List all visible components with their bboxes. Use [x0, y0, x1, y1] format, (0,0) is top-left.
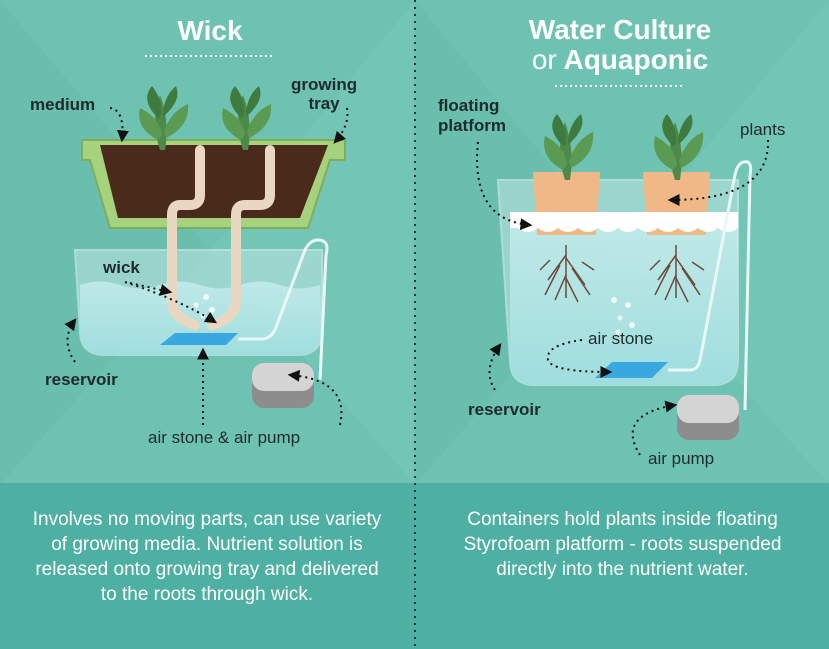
arrow-wc-air-stone	[546, 339, 613, 378]
label-reservoir-left: reservoir	[45, 370, 118, 389]
label-medium: medium	[30, 95, 96, 114]
label-wc-air-stone: air stone	[588, 329, 654, 348]
label-air-stone-and-pump: air stone & air pump	[148, 428, 301, 447]
wick-rope-right	[207, 145, 275, 330]
arrow-wc-reservoir	[488, 343, 502, 391]
arrow-air-pump	[287, 369, 343, 426]
wick-system-illustration	[64, 86, 349, 426]
arrow-plants	[667, 139, 770, 206]
wick-plant-right	[222, 86, 272, 150]
wc-roots-right	[649, 245, 705, 303]
arrow-floating-platform	[476, 141, 533, 231]
wick-plant-left	[139, 86, 189, 150]
wick-air-tube	[238, 238, 329, 381]
wc-roots-left	[539, 245, 595, 303]
wc-plant-left	[544, 114, 594, 180]
wick-rope-left	[167, 145, 205, 330]
water-culture-title-line1: Water Culture	[528, 14, 712, 45]
wick-description: Involves no moving parts, can use variet…	[32, 509, 382, 605]
water-culture-illustration	[476, 114, 770, 456]
arrow-wc-air-pump	[631, 400, 678, 456]
label-wick: wick	[103, 258, 140, 277]
water-culture-title: Water Culture or Aquaponic	[490, 15, 750, 75]
water-culture-title-line2: or Aquaponic	[490, 45, 750, 75]
wc-plant-right	[654, 114, 704, 180]
water-culture-description: Containers hold plants inside floating S…	[463, 509, 782, 580]
wc-air-tube	[668, 160, 753, 411]
label-growing-tray: growing tray	[291, 75, 358, 113]
title-or-word: or	[531, 44, 557, 75]
label-wc-air-pump: air pump	[648, 449, 715, 468]
aquaponic-word: Aquaponic	[563, 44, 709, 75]
footer-band	[0, 483, 829, 649]
growing-medium	[100, 145, 328, 218]
arrow-wick-1	[129, 282, 173, 296]
arrow-wick-2	[124, 281, 218, 324]
wc-air-stone	[595, 362, 668, 378]
wick-air-stone	[160, 333, 238, 345]
label-floating-platform: floating platform	[438, 96, 506, 135]
styrofoam-platform	[510, 212, 738, 232]
wick-title: Wick	[177, 15, 243, 46]
label-plants: plants	[740, 120, 786, 139]
label-wc-reservoir: reservoir	[468, 400, 541, 419]
